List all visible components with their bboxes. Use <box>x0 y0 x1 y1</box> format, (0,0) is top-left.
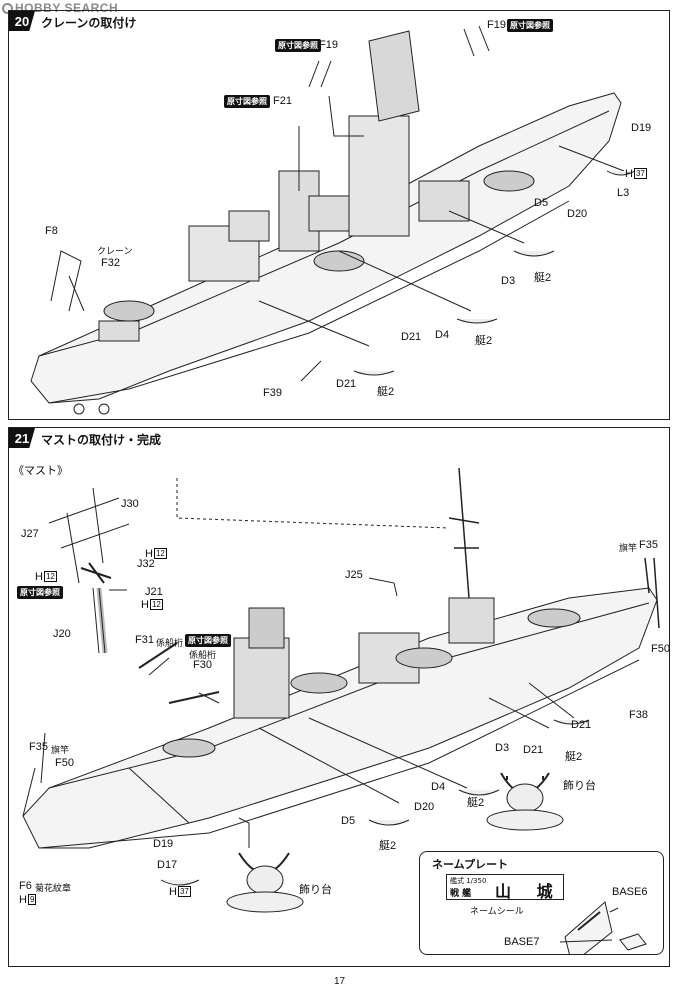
label-f50-left: F50 <box>55 757 74 769</box>
label-boat-b: 艇2 <box>467 797 485 809</box>
nameplate-title: ネームプレート <box>432 858 509 871</box>
label-flagpole-right: 旗竿 <box>619 543 638 553</box>
step-title: クレーンの取付け <box>41 16 137 30</box>
label-boat-a: 艇2 <box>534 272 552 284</box>
battleship-crane-illustration <box>30 25 636 415</box>
label-j20: J20 <box>53 628 71 640</box>
nameplate-box: ネームプレート 艦式 1/350 戦 艦 山 城 ネームシール BASE6 BA… <box>419 851 664 955</box>
label-d3: D3 <box>495 742 510 754</box>
label-crane: クレーン <box>97 246 133 256</box>
label-j30: J30 <box>121 498 139 510</box>
nameplate-seal: 艦式 1/350 戦 艦 山 城 <box>446 874 564 901</box>
label-d5: D5 <box>341 815 356 827</box>
page-number: 17 <box>333 976 346 987</box>
battleship-complete-illustration <box>22 467 660 913</box>
label-d19: D19 <box>631 122 652 134</box>
label-f31: F31 <box>135 634 154 646</box>
watermark-logo-icon <box>2 3 13 14</box>
label-f19-right: F19 <box>487 19 506 31</box>
label-d4: D4 <box>435 329 450 341</box>
label-l3: L3 <box>617 187 630 199</box>
label-boat-b: 艇2 <box>475 335 493 347</box>
label-flagpole-left: 旗竿 <box>51 745 70 755</box>
label-f50-right: F50 <box>651 643 670 655</box>
label-f30: F30 <box>193 659 212 671</box>
label-j27: J27 <box>21 528 39 540</box>
label-stand-left: 飾り台 <box>299 884 332 896</box>
step-number-badge: 21 <box>9 428 35 448</box>
label-d4: D4 <box>431 781 446 793</box>
label-d20: D20 <box>414 801 435 813</box>
label-f8: F8 <box>45 225 58 237</box>
step-title: マストの取付け・完成 <box>41 433 162 447</box>
label-boat-c: 艇2 <box>377 386 395 398</box>
label-d20: D20 <box>567 208 588 220</box>
nameplate-ship-type: 戦 艦 <box>450 889 472 899</box>
label-yard-a: 係船桁 <box>156 638 184 648</box>
label-chrysanthemum-crest: 菊花紋章 <box>35 883 72 893</box>
label-boat-c: 艇2 <box>379 840 397 852</box>
label-base7: BASE7 <box>504 936 540 948</box>
label-base6: BASE6 <box>612 886 648 898</box>
label-d19: D19 <box>153 838 174 850</box>
label-d21-b: D21 <box>523 744 544 756</box>
nameplate-scale: 艦式 1/350 <box>450 877 487 885</box>
label-yard-b: 係船桁 <box>189 650 217 660</box>
nameplate-ship-name: 山 城 <box>495 882 563 901</box>
label-f38: F38 <box>629 709 648 721</box>
label-j25: J25 <box>345 569 363 581</box>
label-f21: F21 <box>273 95 292 107</box>
label-d5: D5 <box>534 197 549 209</box>
label-d21-b: D21 <box>336 378 357 390</box>
label-d3: D3 <box>501 275 516 287</box>
full-size-reference-tag: 原寸図参照 <box>275 39 321 52</box>
full-size-reference-tag: 原寸図参照 <box>507 19 553 32</box>
label-d17: D17 <box>157 859 178 871</box>
label-stand-right: 飾り台 <box>563 780 596 792</box>
label-j21: J21 <box>145 586 163 598</box>
step-20-panel: 20 クレーンの取付け <box>8 10 670 420</box>
label-boat-a: 艇2 <box>565 751 583 763</box>
label-f32: F32 <box>101 257 120 269</box>
full-size-reference-tag: 原寸図参照 <box>224 95 270 108</box>
step-number-badge: 20 <box>9 11 35 31</box>
label-j32: J32 <box>137 558 155 570</box>
label-d21-a: D21 <box>571 719 592 731</box>
step-21-panel: 21 マストの取付け・完成 《マスト》 <box>8 427 670 967</box>
base-parts-illustration <box>559 901 647 954</box>
label-d21-a: D21 <box>401 331 422 343</box>
label-f39: F39 <box>263 387 282 399</box>
watermark: HOBBY SEARCH <box>2 1 118 15</box>
label-f19-top: F19 <box>319 39 338 51</box>
label-f6: F6 <box>19 880 32 892</box>
nameplate-seal-caption: ネームシール <box>470 906 524 916</box>
mast-subheading: 《マスト》 <box>13 465 68 477</box>
label-f35-right: F35 <box>639 539 658 551</box>
label-f35-left: F35 <box>29 741 48 753</box>
full-size-reference-tag: 原寸図参照 <box>185 634 231 647</box>
full-size-reference-tag: 原寸図参照 <box>17 586 63 599</box>
